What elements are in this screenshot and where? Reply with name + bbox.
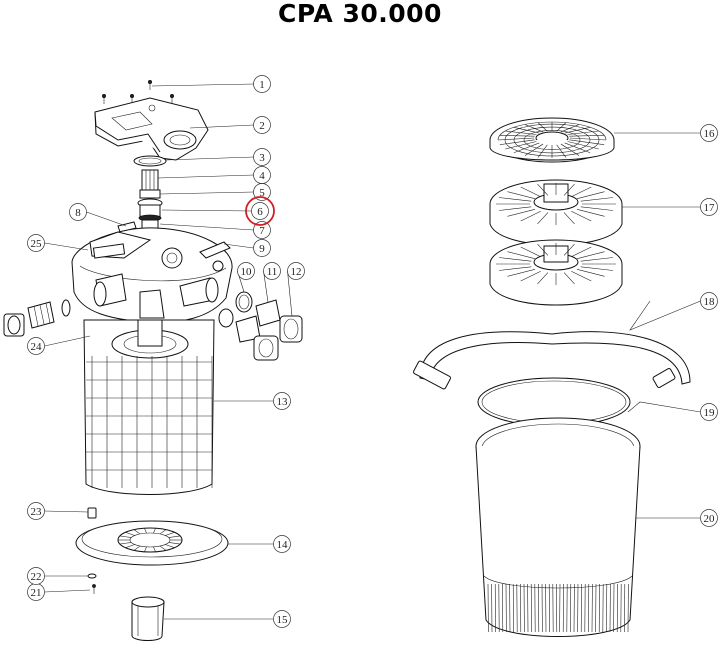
callout-label: 11 — [267, 266, 278, 278]
callout-label: 24 — [31, 341, 43, 353]
leader-line-3 — [165, 156, 254, 161]
leader-line-8 — [86, 211, 127, 227]
leader-line-19 — [627, 401, 701, 413]
callout-10: 10 — [237, 262, 255, 280]
part-10-12-fittings — [218, 291, 303, 361]
callout-label: 18 — [704, 296, 716, 308]
leader-line-25 — [44, 242, 89, 251]
diagram-title: CPA 30.000 — [278, 0, 442, 28]
part-15-sleeve — [131, 596, 165, 641]
callout-label: 16 — [704, 128, 716, 140]
leader-line-11 — [263, 270, 269, 303]
callout-11: 11 — [263, 262, 281, 280]
callout-label: 7 — [259, 225, 265, 237]
leader-line-24 — [44, 335, 91, 347]
callout-20: 20 — [700, 509, 718, 527]
part-20-filter-container — [475, 417, 641, 637]
part-2-top-cover — [94, 97, 209, 161]
callout-18: 18 — [700, 292, 718, 310]
callout-3: 3 — [253, 148, 271, 166]
part-9-filter-lid — [71, 227, 233, 323]
leader-line-1 — [151, 83, 254, 87]
callout-label: 2 — [259, 120, 265, 132]
part-17-filter-trays — [489, 179, 623, 306]
highlight-circle-part-6 — [245, 196, 275, 226]
callout-7: 7 — [253, 221, 271, 239]
leader-line-21 — [44, 589, 91, 593]
part-8-clip — [117, 221, 137, 233]
callout-label: 4 — [259, 170, 265, 182]
callout-21: 21 — [27, 583, 45, 601]
callout-14: 14 — [273, 535, 291, 553]
callout-label: 1 — [259, 79, 265, 91]
callout-label: 8 — [75, 207, 81, 219]
callout-label: 15 — [277, 614, 289, 626]
callout-5: 5 — [253, 183, 271, 201]
callout-label: 5 — [259, 187, 265, 199]
callout-6: 6 — [251, 202, 269, 220]
callout-label: 22 — [31, 571, 42, 583]
callout-16: 16 — [700, 124, 718, 142]
leader-line-9 — [223, 243, 254, 249]
leader-line-2 — [189, 124, 254, 129]
callout-25: 25 — [27, 234, 45, 252]
callout-19: 19 — [700, 403, 718, 421]
callout-13: 13 — [273, 392, 291, 410]
callout-label: 14 — [277, 539, 289, 551]
callout-24: 24 — [27, 337, 45, 355]
callout-label: 13 — [277, 396, 289, 408]
leader-line-6 — [161, 209, 252, 212]
callout-label: 20 — [704, 513, 716, 525]
leader-line-7 — [159, 223, 254, 231]
part-14-base-plate — [75, 520, 229, 566]
callout-label: 17 — [704, 202, 716, 214]
callout-23: 23 — [27, 502, 45, 520]
part-24-hose-fittings — [3, 299, 71, 337]
callout-label: 9 — [259, 243, 265, 255]
callout-label: 10 — [241, 266, 253, 278]
part-16-top-grid — [489, 117, 615, 163]
callout-1: 1 — [253, 75, 271, 93]
part-4-7-shaft — [137, 169, 163, 231]
callout-label: 25 — [31, 238, 43, 250]
leader-line-12 — [287, 270, 293, 317]
part-18-clamp-ring — [413, 331, 691, 390]
callout-label: 19 — [704, 407, 716, 419]
callout-22: 22 — [27, 567, 45, 585]
callout-17: 17 — [700, 198, 718, 216]
leader-line-4 — [157, 174, 254, 179]
callout-15: 15 — [273, 610, 291, 628]
callout-2: 2 — [253, 116, 271, 134]
callout-9: 9 — [253, 239, 271, 257]
part-13-filter-foams — [83, 319, 215, 495]
callout-4: 4 — [253, 166, 271, 184]
callout-label: 21 — [31, 587, 42, 599]
callout-label: 6 — [257, 206, 263, 218]
part-21-23-small-parts — [87, 507, 97, 594]
callout-12: 12 — [287, 262, 305, 280]
leader-line-18 — [629, 300, 701, 331]
callout-8: 8 — [69, 203, 87, 221]
callout-label: 12 — [291, 266, 302, 278]
leader-line-23 — [44, 510, 89, 513]
callout-label: 3 — [259, 152, 265, 164]
leader-line-5 — [159, 191, 254, 195]
callout-label: 23 — [31, 506, 43, 518]
